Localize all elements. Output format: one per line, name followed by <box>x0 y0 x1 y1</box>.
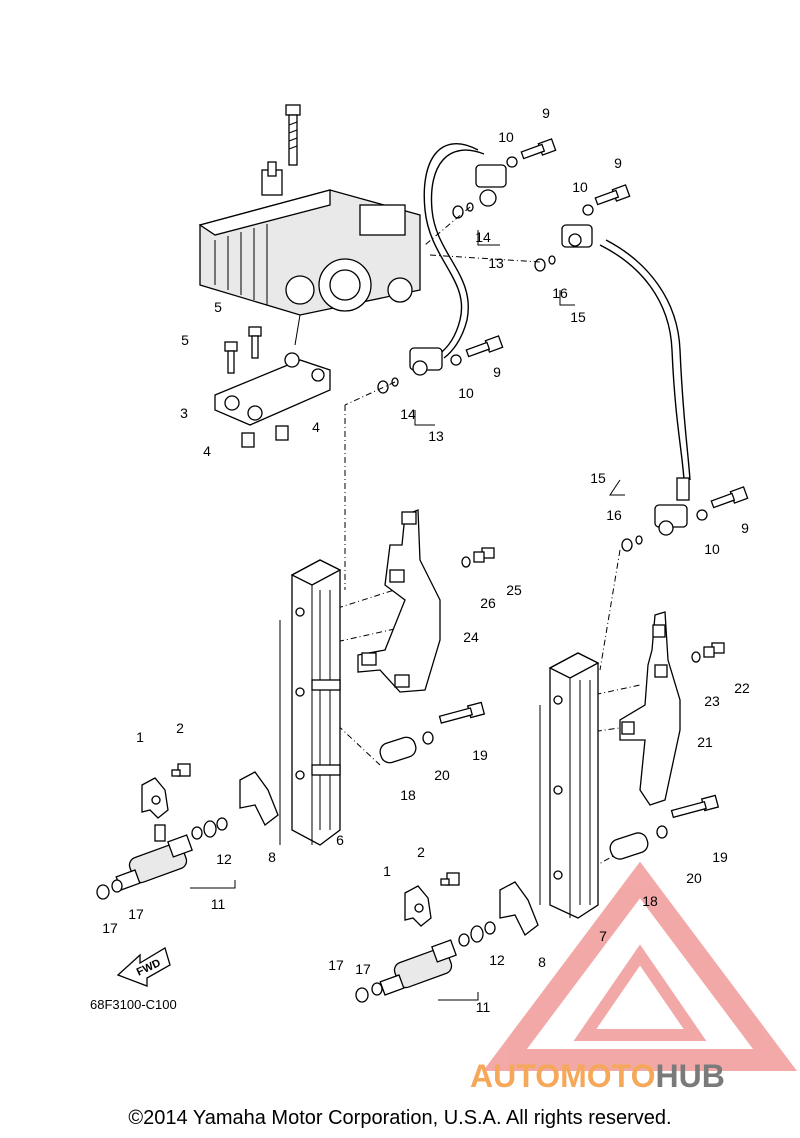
callout-label: 15 <box>590 470 606 486</box>
callout-label: 17 <box>102 920 118 936</box>
watermark-triangle <box>483 861 797 1071</box>
bracket-plate <box>214 326 331 448</box>
callout-label: 13 <box>428 428 444 444</box>
callout-label: 1 <box>383 863 391 879</box>
callout-label: 26 <box>480 595 496 611</box>
callout-label: 12 <box>489 952 505 968</box>
callout-label: 13 <box>488 255 504 271</box>
stay-brackets <box>357 509 725 806</box>
callout-label: 9 <box>614 155 622 171</box>
callout-label: 19 <box>712 849 728 865</box>
watermark-text: AUTOMOTOHUB <box>470 1058 725 1094</box>
watermark-text-part2: HUB <box>655 1058 724 1094</box>
callout-label: 1 <box>136 729 144 745</box>
callout-label: 2 <box>417 844 425 860</box>
callout-label: 4 <box>312 419 320 435</box>
callout-label: 5 <box>214 299 222 315</box>
callout-label: 23 <box>704 693 720 709</box>
watermark-inner-triangle <box>573 944 707 1041</box>
callout-label: 17 <box>355 961 371 977</box>
callout-label: 5 <box>181 332 189 348</box>
callout-label: 15 <box>570 309 586 325</box>
callout-label: 18 <box>400 787 416 803</box>
callout-label: 4 <box>203 443 211 459</box>
callout-label: 17 <box>328 957 344 973</box>
callout-label: 11 <box>211 896 226 912</box>
callout-label: 7 <box>599 928 607 944</box>
leader-lines <box>190 206 641 1001</box>
callout-labels: 9109101413161555344910141315161092526242… <box>102 105 750 1015</box>
callout-label: 17 <box>128 906 144 922</box>
callout-label: 25 <box>506 582 522 598</box>
callout-label: 16 <box>606 507 622 523</box>
throttle-body-assembly <box>198 104 421 346</box>
fuel-rail-left <box>279 559 342 846</box>
callout-label: 21 <box>697 734 713 750</box>
callout-label: 20 <box>686 870 702 886</box>
callout-label: 3 <box>180 405 188 421</box>
callout-label: 2 <box>176 720 184 736</box>
fuel-rail-right <box>539 652 600 919</box>
callout-label: 14 <box>400 406 416 422</box>
callout-label: 11 <box>476 999 491 1015</box>
callout-label: 14 <box>475 229 491 245</box>
callout-label: 8 <box>268 849 276 865</box>
fwd-arrow-icon: FWD <box>116 947 171 987</box>
injector-left <box>96 763 279 900</box>
callout-label: 19 <box>472 747 488 763</box>
injector-right <box>355 872 539 1003</box>
callout-label: 10 <box>458 385 474 401</box>
callout-label: 10 <box>704 541 720 557</box>
callout-label: 8 <box>538 954 546 970</box>
callout-label: 9 <box>542 105 550 121</box>
watermark-text-part1: AUTOMOTO <box>470 1058 655 1094</box>
callout-label: 10 <box>572 179 588 195</box>
callout-label: 24 <box>463 629 479 645</box>
callout-label: 16 <box>552 285 568 301</box>
banjo-bolts <box>377 138 749 552</box>
callout-label: 10 <box>498 129 514 145</box>
callout-label: 6 <box>336 832 344 848</box>
callout-label: 18 <box>642 893 658 909</box>
callout-label: 20 <box>434 767 450 783</box>
fuel-hoses <box>409 143 691 536</box>
callout-label: 12 <box>216 851 232 867</box>
drawing-code: 68F3100-C100 <box>90 997 177 1012</box>
watermark-logo <box>483 861 797 1071</box>
copyright-notice: ©2014 Yamaha Motor Corporation, U.S.A. A… <box>128 1107 671 1129</box>
callout-label: 9 <box>741 520 749 536</box>
mount-bolts <box>379 701 720 860</box>
callout-label: 22 <box>734 680 750 696</box>
callout-label: 9 <box>493 364 501 380</box>
